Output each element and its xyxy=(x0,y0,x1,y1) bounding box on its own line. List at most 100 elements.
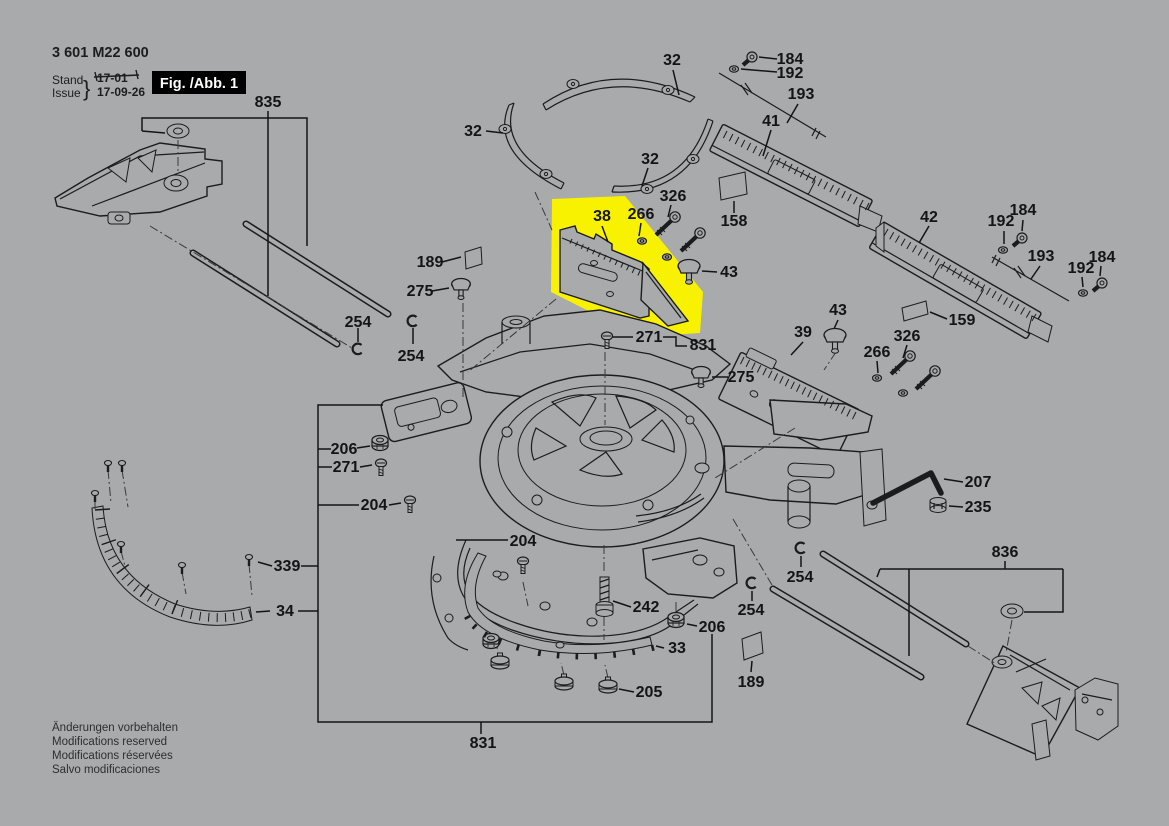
small-screw-icon xyxy=(177,561,187,574)
part-label-254-15[interactable]: 254 xyxy=(345,314,372,331)
part-label-184-27[interactable]: 184 xyxy=(1010,202,1037,219)
hardware-layer xyxy=(90,51,1108,694)
screw-icon xyxy=(516,556,530,574)
nut-icon xyxy=(371,434,389,452)
strike-serif-left xyxy=(94,71,98,82)
part-label-254-41[interactable]: 254 xyxy=(738,602,765,619)
strike-line xyxy=(93,74,140,78)
clamp-knob-icon xyxy=(677,258,701,285)
centerline-layer xyxy=(94,140,1013,679)
part-label-266-9[interactable]: 266 xyxy=(628,206,655,223)
part-label-192-29[interactable]: 192 xyxy=(1068,260,1095,277)
part-label-43-12[interactable]: 43 xyxy=(720,264,738,281)
part-label-32-3[interactable]: 32 xyxy=(641,151,659,168)
part-label-189-44[interactable]: 189 xyxy=(738,674,765,691)
part-label-41-7[interactable]: 41 xyxy=(762,113,780,130)
part-label-235-35[interactable]: 235 xyxy=(965,499,992,516)
part-label-42-25[interactable]: 42 xyxy=(920,209,938,226)
retaining-clip-icon xyxy=(406,314,418,328)
part-label-254-16[interactable]: 254 xyxy=(398,348,425,365)
hex-key-icon xyxy=(870,470,944,506)
washer-icon xyxy=(997,246,1009,254)
washer-icon xyxy=(728,65,740,73)
part-label-159-24[interactable]: 159 xyxy=(949,312,976,329)
strike-serif-right xyxy=(135,69,139,80)
figure-badge xyxy=(152,71,246,94)
hex-bolt-icon xyxy=(654,211,681,237)
screw-icon xyxy=(600,331,614,349)
part-label-835-0[interactable]: 835 xyxy=(255,94,282,111)
old-revision-date: 17-01 xyxy=(97,71,128,85)
part-label-34-37[interactable]: 34 xyxy=(276,603,294,620)
part-label-242-39[interactable]: 242 xyxy=(633,599,660,616)
part-label-189-13[interactable]: 189 xyxy=(417,254,444,271)
part-label-158-11[interactable]: 158 xyxy=(721,213,748,230)
document-number: 3 601 M22 600 xyxy=(52,45,149,61)
part-label-32-1[interactable]: 32 xyxy=(663,52,681,69)
part-label-275-19[interactable]: 275 xyxy=(728,369,755,386)
washer-icon xyxy=(661,253,673,261)
part-label-266-22[interactable]: 266 xyxy=(864,344,891,361)
part-label-204-33[interactable]: 204 xyxy=(361,497,388,514)
part-label-33-43[interactable]: 33 xyxy=(668,640,686,657)
part-label-326-23[interactable]: 326 xyxy=(894,328,921,345)
part-label-836-47[interactable]: 836 xyxy=(992,544,1019,561)
part-label-193-28[interactable]: 193 xyxy=(1028,248,1055,265)
small-screw-icon xyxy=(116,540,126,553)
part-label-326-8[interactable]: 326 xyxy=(660,188,687,205)
part-label-271-32[interactable]: 271 xyxy=(333,459,360,476)
retaining-clip-icon xyxy=(794,541,806,555)
part-label-192-26[interactable]: 192 xyxy=(988,213,1015,230)
part-label-206-42[interactable]: 206 xyxy=(699,619,726,636)
screw-icon xyxy=(403,495,417,513)
pan-head-screw-icon xyxy=(1011,232,1028,248)
footer-line-fr: Modifications réservées xyxy=(52,750,173,762)
part-label-275-14[interactable]: 275 xyxy=(407,283,434,300)
cap-nut-235 xyxy=(929,497,947,513)
small-screw-icon xyxy=(244,553,254,566)
part-label-207-34[interactable]: 207 xyxy=(965,474,992,491)
part-label-39-20[interactable]: 39 xyxy=(794,324,812,341)
part-label-193-6[interactable]: 193 xyxy=(788,86,815,103)
screw-icon xyxy=(374,458,388,476)
stand-label: Stand xyxy=(52,73,83,87)
part-label-206-31[interactable]: 206 xyxy=(331,441,358,458)
revision-date: 17-09-26 xyxy=(97,85,145,99)
washer-icon xyxy=(636,237,648,245)
part-label-831-18[interactable]: 831 xyxy=(690,337,717,354)
part-label-184-4[interactable]: 184 xyxy=(777,51,804,68)
clamp-knob-icon xyxy=(450,277,471,300)
hatching-layer xyxy=(94,130,1037,660)
small-screw-icon xyxy=(103,459,113,472)
rubber-foot-icon xyxy=(598,676,618,694)
hex-bolt-icon xyxy=(679,227,706,253)
part-label-43-21[interactable]: 43 xyxy=(829,302,847,319)
footer-line-de: Änderungen vorbehalten xyxy=(52,722,178,734)
footer-line-es: Salvo modificaciones xyxy=(52,764,160,776)
part-label-254-40[interactable]: 254 xyxy=(787,569,814,586)
part-label-204-38[interactable]: 204 xyxy=(510,533,537,550)
pan-head-screw-icon xyxy=(741,51,758,67)
hex-bolt-icon xyxy=(889,350,916,376)
rubber-foot-icon xyxy=(490,652,510,670)
figure-badge-label: Fig. /Abb. 1 xyxy=(160,76,238,92)
part-label-192-5[interactable]: 192 xyxy=(777,65,804,82)
part-label-271-17[interactable]: 271 xyxy=(636,329,663,346)
clamp-knob-icon xyxy=(691,365,712,388)
washer-icon xyxy=(897,389,909,397)
part-label-32-2[interactable]: 32 xyxy=(464,123,482,140)
part-label-831-46[interactable]: 831 xyxy=(470,735,497,752)
retaining-clip-icon xyxy=(745,576,757,590)
pan-head-screw-icon xyxy=(1091,277,1108,293)
hex-bolt-icon xyxy=(914,365,941,391)
leader-line-layer xyxy=(141,56,1102,734)
nut-icon xyxy=(482,632,500,650)
part-label-205-45[interactable]: 205 xyxy=(636,684,663,701)
small-screw-icon xyxy=(117,459,127,472)
footer-line-en: Modifications reserved xyxy=(52,736,167,748)
part-label-184-30[interactable]: 184 xyxy=(1089,249,1116,266)
issue-label: Issue xyxy=(52,86,81,100)
part-label-38-10[interactable]: 38 xyxy=(593,208,611,225)
part-label-339-36[interactable]: 339 xyxy=(274,558,301,575)
